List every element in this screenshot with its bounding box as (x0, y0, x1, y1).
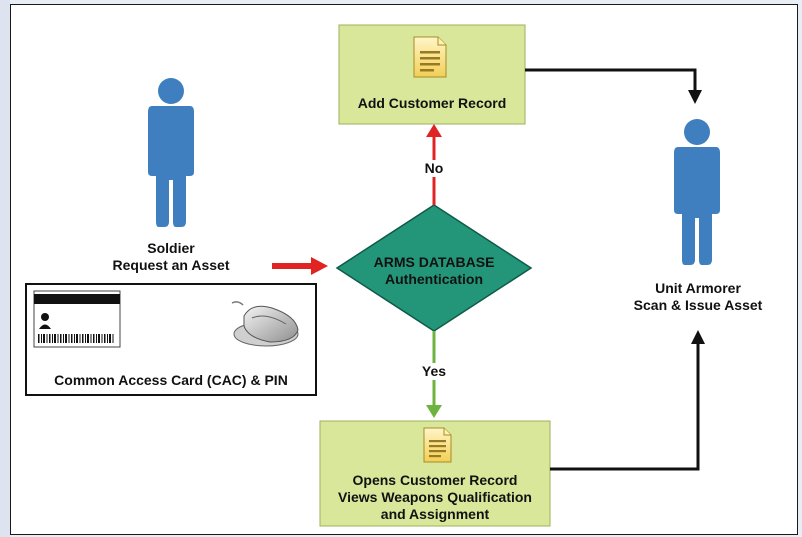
add-record-to-armorer-connector (525, 68, 697, 92)
left-edge-strip (0, 0, 10, 537)
soldier-label-line1: Soldier (147, 240, 195, 256)
yes-label: Yes (414, 363, 454, 380)
opens-label-line3: and Assignment (380, 506, 490, 522)
opens-record-to-armorer-connector (550, 342, 700, 471)
auth-label-line1: ARMS DATABASE (373, 254, 495, 270)
card-reader-icon (231, 301, 299, 347)
add-customer-label: Add Customer Record (357, 95, 507, 111)
person-icon (674, 119, 720, 265)
no-arrowhead (426, 124, 442, 137)
armorer-label-line2: Scan & Issue Asset (633, 297, 763, 313)
no-label: No (414, 160, 454, 177)
armorer-label-line1: Unit Armorer (655, 280, 741, 296)
document-icon (413, 36, 447, 78)
opens-label-line1: Opens Customer Record (352, 472, 518, 488)
yes-arrowhead (426, 405, 442, 418)
person-icon (148, 78, 194, 227)
id-card-icon (33, 290, 121, 348)
armorer-arrowhead-top (688, 90, 702, 104)
auth-label-line2: Authentication (385, 271, 483, 287)
soldier-label-line2: Request an Asset (112, 257, 230, 273)
armorer-arrowhead-bottom (691, 330, 705, 344)
opens-label-line2: Views Weapons Qualification (338, 489, 532, 505)
document-icon (423, 427, 452, 463)
request-arrowhead (311, 257, 328, 275)
cac-caption: Common Access Card (CAC) & PIN (54, 372, 288, 388)
